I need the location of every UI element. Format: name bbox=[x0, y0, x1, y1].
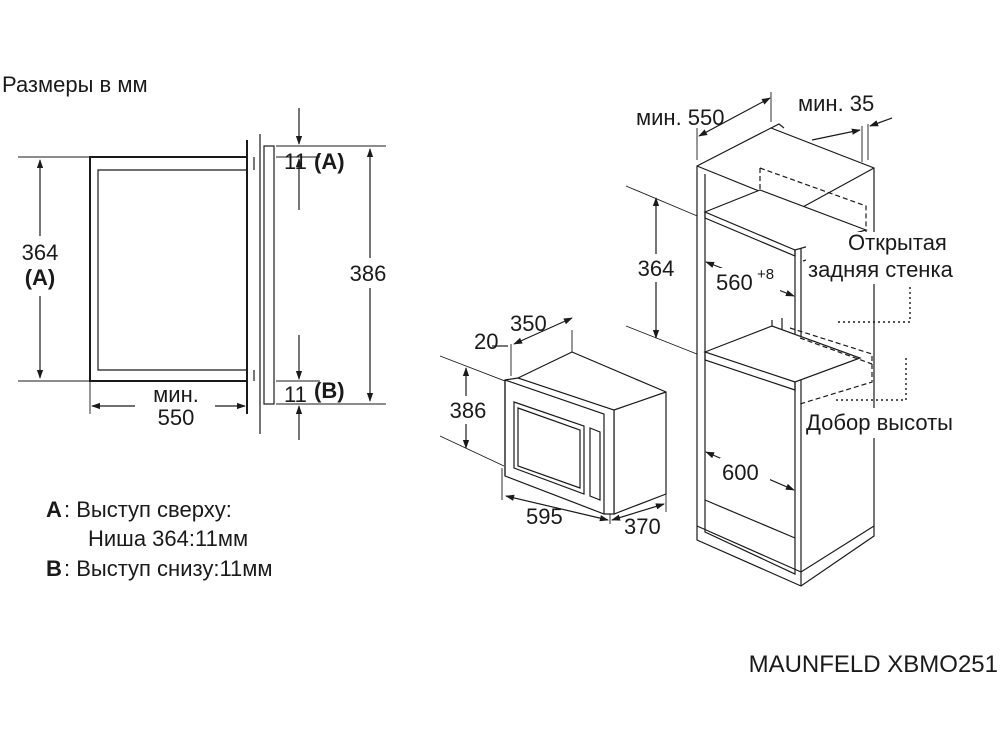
appliance-view: 386 20 350 595 370 bbox=[439, 311, 667, 539]
legend-b-line1: : Выступ снизу:11мм bbox=[64, 556, 273, 581]
side-view: 364 (A) 386 11 (A) 11 (B) мин. 550 bbox=[14, 108, 395, 440]
niche-height-value: 364 bbox=[22, 240, 59, 265]
top-offset-value: 11 bbox=[284, 149, 307, 174]
niche-height-key: (A) bbox=[25, 265, 56, 290]
top-offset-key: (A) bbox=[314, 149, 345, 174]
cabinet-view: мин. 550 мин. 35 364 560 +8 600 Открытая… bbox=[625, 91, 982, 587]
depth-min-value: 550 bbox=[158, 405, 195, 430]
model-name: MAUNFELD XBMO251 bbox=[749, 651, 998, 678]
front-panel bbox=[263, 145, 275, 405]
height-filler-label: Добор высоты bbox=[806, 410, 953, 435]
legend-a-line1: : Выступ сверху: bbox=[64, 497, 232, 522]
legend-b-key: B bbox=[46, 556, 62, 581]
units-label: Размеры в мм bbox=[2, 72, 148, 97]
cabinet-inner-width: 560 bbox=[716, 270, 753, 295]
open-back-label-line2: задняя стенка bbox=[808, 257, 954, 282]
open-back-label-line1: Открытая bbox=[848, 230, 947, 255]
appliance-window bbox=[513, 401, 585, 495]
middle-shelf bbox=[703, 325, 862, 383]
appliance-width-value: 595 bbox=[526, 504, 563, 529]
bottom-offset-value: 11 bbox=[284, 382, 307, 407]
overall-height-value: 386 bbox=[350, 261, 387, 286]
cabinet-depth-min: мин. 550 bbox=[636, 105, 725, 130]
bottom-offset-key: (B) bbox=[314, 378, 345, 403]
cabinet-inner-width-tol: +8 bbox=[757, 266, 774, 283]
legend-a-key: A bbox=[46, 497, 62, 522]
appliance-depth-value: 350 bbox=[510, 311, 547, 336]
cabinet-gap-min: мин. 35 bbox=[798, 91, 874, 116]
depth-min-label: мин. bbox=[153, 382, 199, 407]
cabinet-niche-height: 364 bbox=[638, 256, 675, 281]
legend-a-line2: Ниша 364:11мм bbox=[88, 526, 248, 551]
legend: A : Выступ сверху: Ниша 364:11мм B : Выс… bbox=[46, 497, 273, 581]
appliance-height-value: 386 bbox=[450, 398, 487, 423]
niche-outline bbox=[89, 156, 247, 382]
frame-thickness-value: 20 bbox=[474, 329, 498, 354]
appliance-depth-total-value: 370 bbox=[624, 514, 661, 539]
cabinet-width: 600 bbox=[722, 460, 759, 485]
